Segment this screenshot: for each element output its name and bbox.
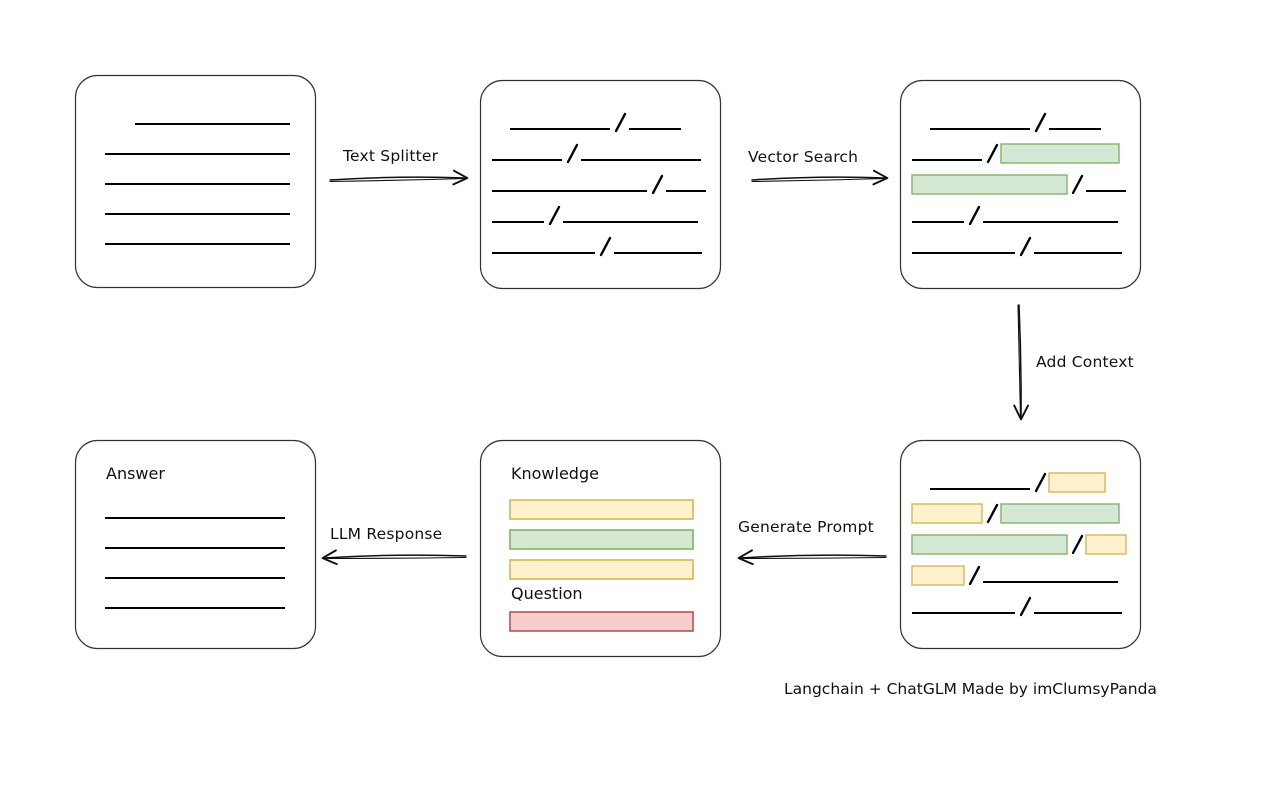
highlight-chunk-green [1000,143,1120,164]
arrow-stroke-secondary [1017,304,1022,419]
arrow-text-splitter [329,169,469,186]
credit-text: Langchain + ChatGLM Made by imClumsyPand… [784,680,1157,698]
arrow-label-add-context: Add Context [1036,353,1134,371]
arrow-label-llm-response: LLM Response [330,525,443,543]
prompt-bars-layer [509,499,694,632]
separator-slash-icon [968,565,981,586]
knowledge-bar-yellow [509,499,694,520]
highlight-chunk-yellow [911,565,965,586]
highlight-chunk-yellow [1048,472,1106,493]
separator-slash-icon [548,205,561,226]
arrow-stroke-secondary [329,177,467,183]
arrow-label-generate-prompt: Generate Prompt [738,518,874,536]
arrow-stroke-primary [329,169,469,186]
split-chunks-box [479,79,722,290]
separator-slash-icon [1071,174,1084,195]
separator-slash-icon [566,143,579,164]
arrow-stroke-secondary [323,556,467,560]
arrow-stroke-secondary [739,556,887,560]
highlight-chunk-yellow [1085,534,1127,555]
separator-slash-icon [1071,534,1084,555]
arrow-llm-response [321,549,467,566]
arrow-stroke-primary [1013,304,1029,421]
separator-slash-icon [986,503,999,524]
highlight-chunk-green [911,174,1068,195]
arrow-add-context [1013,304,1029,421]
highlight-chunk-yellow [911,503,983,524]
separator-slash-icon [968,205,981,226]
rows-layer [105,112,1127,617]
knowledge-heading: Knowledge [511,464,599,483]
arrow-stroke-primary [751,169,889,186]
arrow-stroke-primary [737,549,887,566]
arrow-stroke-primary [321,549,467,566]
answer-box [74,439,317,650]
separator-slash-icon [614,112,627,133]
arrow-label-text-splitter: Text Splitter [343,147,439,165]
arrows-layer [321,169,1029,566]
highlight-chunk-green [1000,503,1120,524]
separator-slash-icon [1019,596,1032,617]
highlight-chunk-green [911,534,1068,555]
separator-slash-icon [1019,236,1032,257]
separator-slash-icon [1034,472,1047,493]
knowledge-bar-green [509,529,694,550]
separator-slash-icon [599,236,612,257]
separator-slash-icon [651,174,664,195]
answer-heading: Answer [106,464,165,483]
arrow-label-vector-search: Vector Search [748,148,859,166]
source-document-box [74,74,317,289]
question-heading: Question [511,584,583,603]
separator-slash-icon [986,143,999,164]
arrow-generate-prompt [737,549,887,566]
question-bar-red [509,611,694,632]
knowledge-bar-yellow [509,559,694,580]
separator-slash-icon [1034,112,1047,133]
arrow-vector-search [751,169,889,186]
arrow-stroke-secondary [751,177,887,183]
